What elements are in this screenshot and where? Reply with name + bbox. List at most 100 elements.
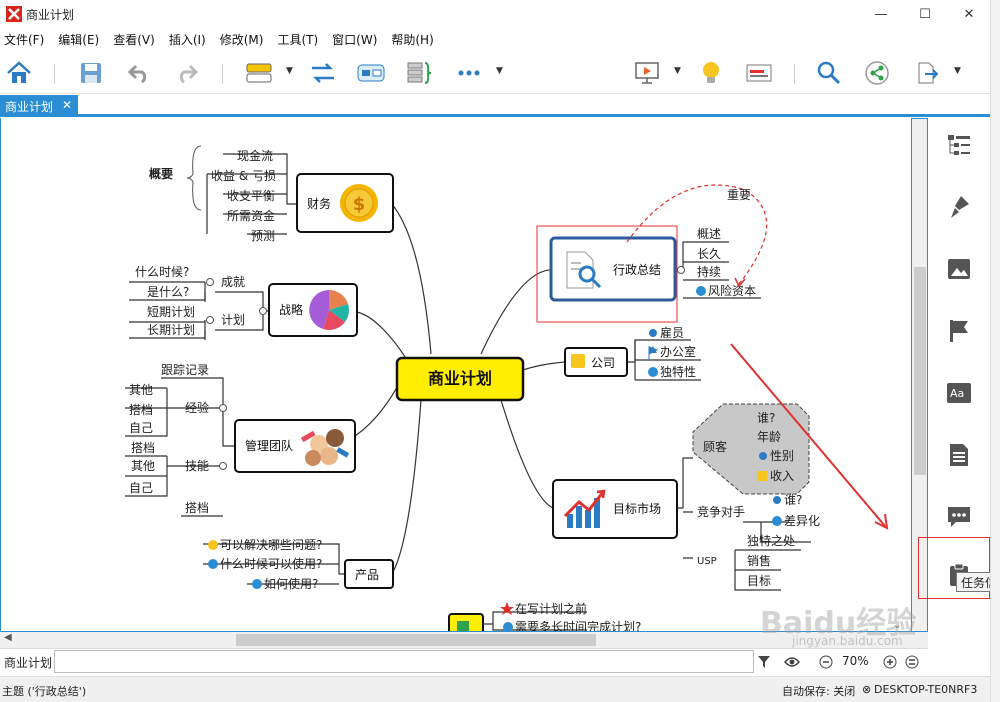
zoom-in-icon[interactable] bbox=[882, 654, 898, 670]
market-topic[interactable]: 目标市场 bbox=[552, 479, 678, 539]
horizontal-scrollbar[interactable]: ◀ bbox=[0, 632, 928, 648]
vertical-scrollbar[interactable] bbox=[912, 118, 928, 632]
menu-help[interactable]: 帮助(H) bbox=[391, 32, 434, 47]
admin-item[interactable]: 长久 bbox=[697, 247, 721, 261]
relationship-icon[interactable] bbox=[308, 58, 338, 88]
save-icon[interactable] bbox=[76, 58, 106, 88]
team-item[interactable]: 自己 bbox=[129, 481, 153, 495]
strategy-item[interactable]: 短期计划 bbox=[147, 305, 195, 319]
filter-icon[interactable] bbox=[756, 654, 772, 670]
team-skills[interactable]: 技能 bbox=[185, 459, 209, 473]
finance-item[interactable]: 收支平衡 bbox=[227, 189, 275, 203]
admin-item[interactable]: 持续 bbox=[697, 264, 721, 279]
relationship-line[interactable] bbox=[626, 184, 768, 285]
finance-summary-label[interactable]: 概要 bbox=[149, 166, 173, 181]
menu-modify[interactable]: 修改(M) bbox=[219, 32, 264, 47]
topic-dropdown-icon[interactable]: ▼ bbox=[286, 66, 293, 76]
horizontal-scroll-thumb[interactable] bbox=[236, 634, 596, 646]
strategy-item[interactable]: 是什么? bbox=[147, 285, 189, 299]
team-experience[interactable]: 经验 bbox=[185, 400, 209, 415]
bottom-topic[interactable] bbox=[448, 613, 484, 632]
team-item[interactable]: 搭档 bbox=[131, 441, 155, 455]
central-topic[interactable]: 商业计划 bbox=[395, 356, 525, 402]
image-icon[interactable] bbox=[944, 254, 974, 284]
team-topic[interactable]: 管理团队 bbox=[234, 419, 356, 473]
finance-item[interactable]: 收益 & 亏损 bbox=[211, 169, 276, 183]
collapse-handle[interactable] bbox=[219, 462, 227, 470]
tab-close-icon[interactable]: ✕ bbox=[61, 98, 72, 112]
collapse-handle[interactable] bbox=[206, 278, 214, 286]
scroll-left-icon[interactable]: ◀ bbox=[4, 632, 12, 643]
usp-item[interactable]: 销售 bbox=[747, 553, 771, 568]
collapse-handle[interactable] bbox=[677, 266, 685, 274]
competitor-item[interactable]: 谁? bbox=[784, 493, 802, 507]
marker-icon[interactable] bbox=[944, 316, 974, 346]
product-item[interactable]: 如何使用? bbox=[264, 576, 318, 591]
redo-icon[interactable] bbox=[172, 58, 202, 88]
team-track[interactable]: 跟踪记录 bbox=[161, 363, 209, 377]
product-item[interactable]: 什么时候可以使用? bbox=[220, 556, 322, 571]
market-customer[interactable]: 顾客 bbox=[703, 439, 727, 454]
presentation-icon[interactable] bbox=[632, 58, 662, 88]
customer-item[interactable]: 收入 bbox=[770, 469, 794, 483]
boundary-icon[interactable] bbox=[356, 58, 386, 88]
customer-item[interactable]: 谁? bbox=[757, 411, 775, 425]
menu-window[interactable]: 窗口(W) bbox=[332, 32, 378, 47]
text-icon[interactable]: Aa bbox=[944, 378, 974, 408]
minimize-button[interactable]: — bbox=[874, 6, 888, 22]
strategy-topic[interactable]: 战略 bbox=[268, 283, 358, 337]
collapse-handle[interactable] bbox=[259, 307, 267, 315]
company-topic[interactable]: 公司 bbox=[564, 347, 628, 377]
strategy-item[interactable]: 什么时候? bbox=[135, 265, 189, 279]
summary-icon[interactable] bbox=[404, 58, 434, 88]
customer-item[interactable]: 年龄 bbox=[757, 430, 781, 444]
company-item[interactable]: 雇员 bbox=[660, 325, 684, 340]
product-topic[interactable]: 产品 bbox=[344, 559, 394, 589]
status-autosave[interactable]: 自动保存: 关闭 bbox=[782, 685, 856, 698]
competitor-item[interactable]: 差异化 bbox=[784, 514, 820, 528]
menu-file[interactable]: 文件(F) bbox=[4, 32, 45, 47]
close-button[interactable]: ✕ bbox=[963, 6, 975, 22]
menu-view[interactable]: 查看(V) bbox=[113, 32, 155, 47]
collapse-handle[interactable] bbox=[206, 316, 214, 324]
menu-insert[interactable]: 插入(I) bbox=[168, 32, 206, 47]
tab-business-plan[interactable]: 商业计划 ✕ bbox=[0, 95, 78, 117]
bottom-item[interactable]: 需要多长时间完成计划? bbox=[515, 619, 641, 632]
product-item[interactable]: 可以解决哪些问题? bbox=[220, 538, 322, 552]
customer-boundary[interactable] bbox=[692, 403, 810, 495]
zoom-out-icon[interactable] bbox=[818, 654, 834, 670]
mindmap-canvas[interactable]: 商业计划 财务 $ 概要 现金流 收益 & 亏损 收支平衡 所需资金 预测 战略 bbox=[0, 118, 912, 632]
scroll-down-icon[interactable]: ⌄ bbox=[893, 620, 901, 631]
strategy-item[interactable]: 长期计划 bbox=[147, 323, 195, 337]
collapse-handle[interactable] bbox=[219, 404, 227, 412]
admin-item[interactable]: 概述 bbox=[697, 227, 721, 241]
finance-item[interactable]: 现金流 bbox=[237, 148, 273, 163]
fit-icon[interactable] bbox=[904, 654, 920, 670]
admin-topic[interactable]: 行政总结 bbox=[549, 236, 677, 302]
menu-tools[interactable]: 工具(T) bbox=[277, 32, 319, 47]
market-competitor[interactable]: 竞争对手 bbox=[697, 505, 745, 519]
team-item[interactable]: 其他 bbox=[129, 383, 153, 397]
strategy-achieve[interactable]: 成就 bbox=[221, 275, 245, 289]
finance-item[interactable]: 所需资金 bbox=[227, 208, 275, 223]
finance-item[interactable]: 预测 bbox=[251, 229, 275, 243]
finance-topic[interactable]: 财务 $ bbox=[296, 173, 394, 233]
export-dropdown-icon[interactable]: ▼ bbox=[954, 66, 961, 76]
presentation-dropdown-icon[interactable]: ▼ bbox=[674, 66, 681, 76]
export-icon[interactable] bbox=[912, 58, 942, 88]
home-icon[interactable] bbox=[4, 58, 34, 88]
strategy-plan[interactable]: 计划 bbox=[221, 313, 245, 327]
team-item[interactable]: 自己 bbox=[129, 421, 153, 435]
vertical-scroll-thumb[interactable] bbox=[914, 267, 926, 475]
format-icon[interactable] bbox=[944, 192, 974, 222]
team-item[interactable]: 搭档 bbox=[129, 403, 153, 417]
company-item[interactable]: 独特性 bbox=[660, 364, 696, 379]
topic-filter-input[interactable] bbox=[54, 650, 754, 673]
notes-icon[interactable] bbox=[944, 440, 974, 470]
undo-icon[interactable] bbox=[124, 58, 154, 88]
bottom-item[interactable]: 在写计划之前 bbox=[515, 601, 587, 616]
menu-edit[interactable]: 编辑(E) bbox=[58, 32, 100, 47]
maximize-button[interactable]: ☐ bbox=[919, 6, 931, 22]
team-item[interactable]: 其他 bbox=[131, 459, 155, 473]
relationship-label[interactable]: 重要 bbox=[727, 188, 751, 202]
